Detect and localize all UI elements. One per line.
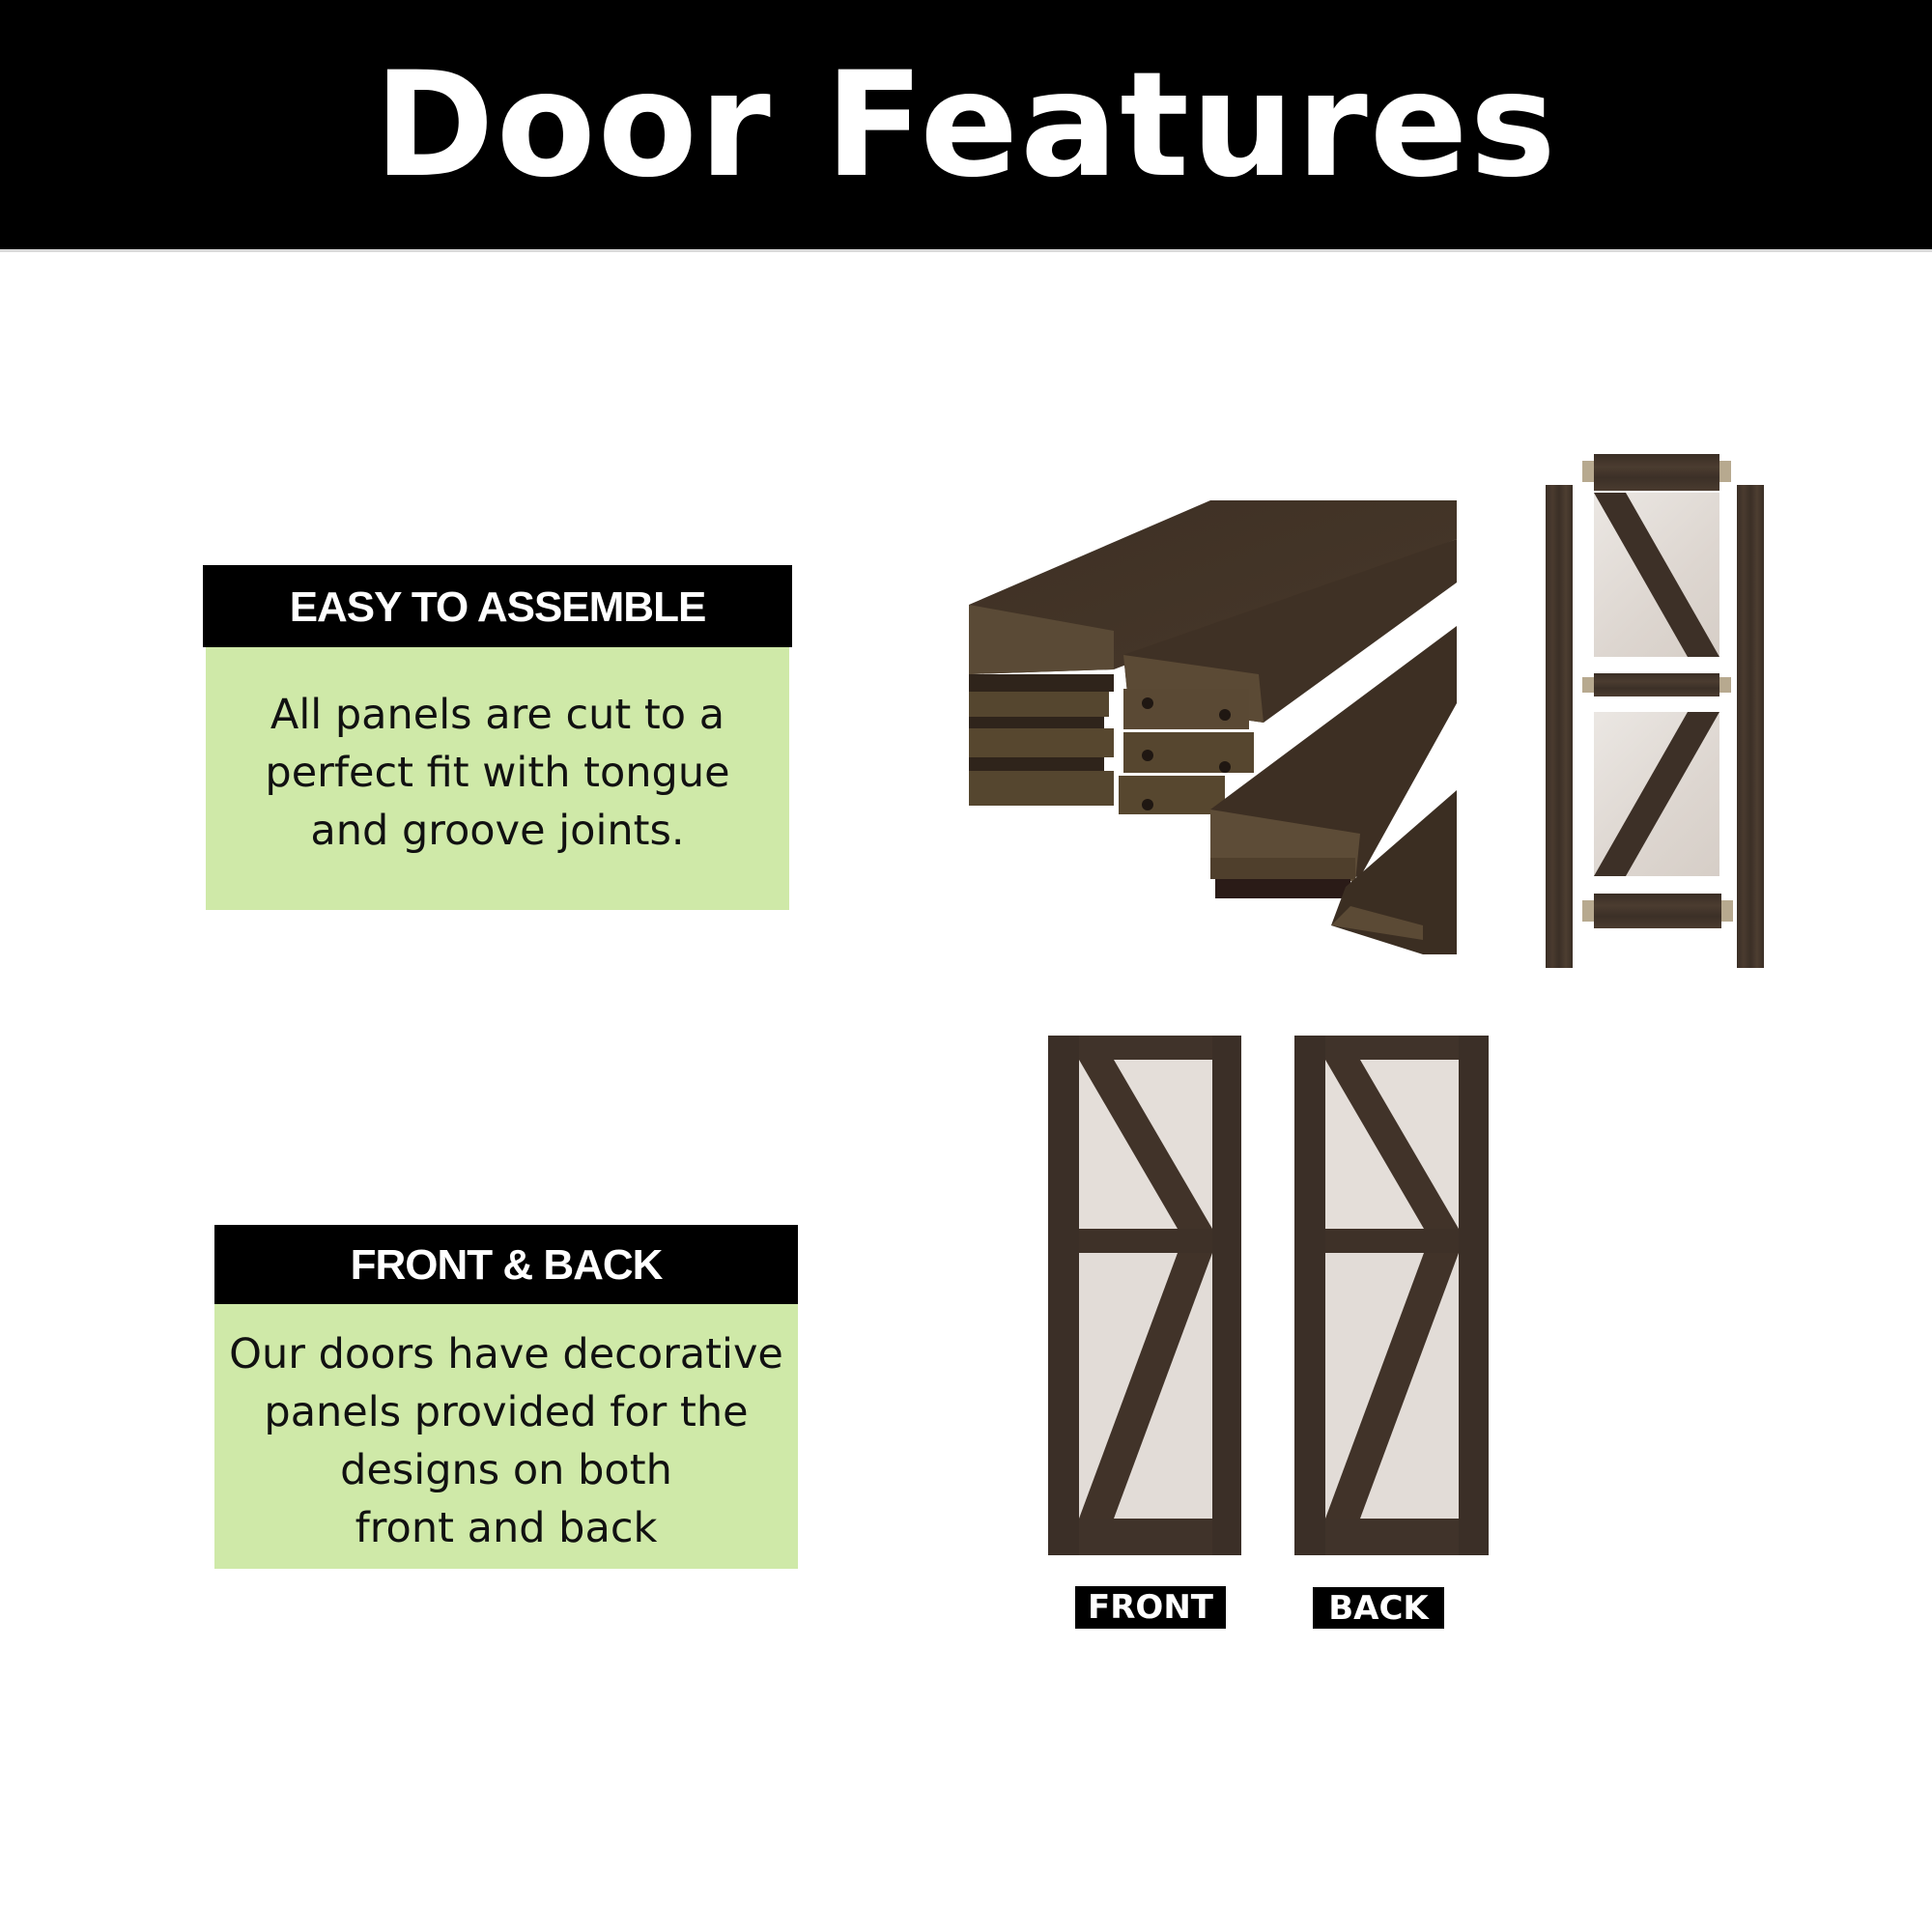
right-stile	[1737, 485, 1764, 968]
barn-door-front-icon	[1048, 1036, 1241, 1555]
header-divider	[0, 249, 1932, 252]
description-line: front and back	[355, 1504, 658, 1552]
tenon	[1582, 461, 1594, 482]
description-line: and groove joints.	[310, 807, 685, 855]
planks-image	[969, 500, 1457, 956]
description-line: designs on both	[340, 1446, 672, 1494]
tenon	[1719, 461, 1731, 482]
wood-planks-icon	[969, 500, 1457, 954]
tenon	[1721, 900, 1733, 922]
upper-panel	[1594, 493, 1719, 657]
description-line: perfect fit with tongue	[265, 749, 730, 797]
tenon	[1719, 677, 1731, 693]
back-label: BACK	[1313, 1587, 1444, 1629]
back-door-image	[1294, 1036, 1489, 1555]
diagonal-brace-icon	[1594, 712, 1719, 876]
description-line: All panels are cut to a	[270, 691, 725, 739]
bottom-rail	[1594, 894, 1721, 928]
header-banner	[0, 0, 1932, 251]
tenon	[1582, 677, 1594, 693]
exploded-door-image	[1483, 430, 1864, 980]
page-title: Door Features	[374, 42, 1558, 210]
diagonal-brace-icon	[1594, 493, 1719, 657]
feature-heading-front-and-back: FRONT & BACK	[214, 1225, 798, 1304]
feature-description-front-and-back: Our doors have decorative panels provide…	[214, 1304, 798, 1569]
description-line: panels provided for the	[264, 1388, 749, 1436]
description-line: Our doors have decorative	[229, 1330, 783, 1378]
top-rail	[1594, 454, 1719, 491]
front-label: FRONT	[1075, 1586, 1226, 1629]
front-door-image	[1048, 1036, 1241, 1555]
feature-heading-easy-to-assemble: EASY TO ASSEMBLE	[203, 565, 792, 647]
feature-description-easy-to-assemble: All panels are cut to a perfect fit with…	[206, 647, 789, 910]
tenon	[1582, 900, 1594, 922]
barn-door-back-icon	[1294, 1036, 1489, 1555]
lower-panel	[1594, 712, 1719, 876]
left-stile	[1546, 485, 1573, 968]
middle-rail	[1594, 673, 1719, 696]
